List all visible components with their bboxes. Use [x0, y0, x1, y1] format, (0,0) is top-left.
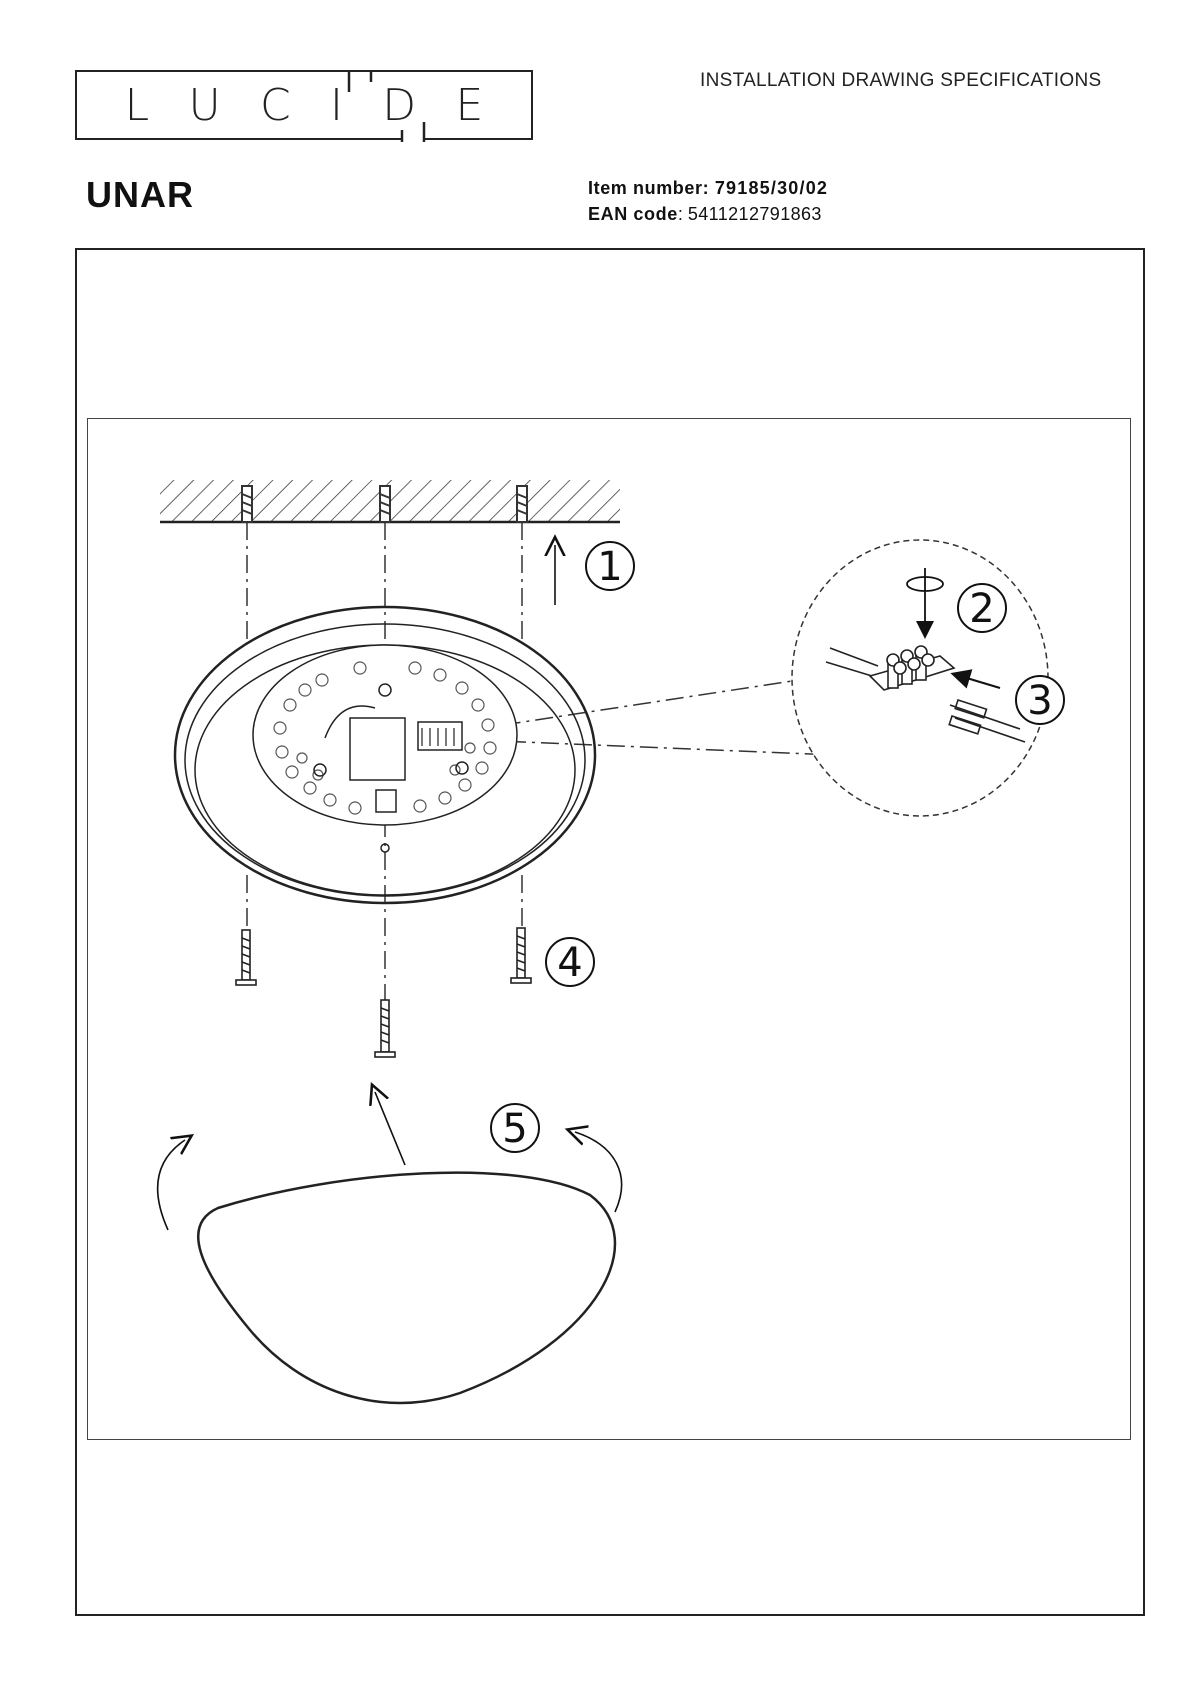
- screw-center: [374, 999, 396, 1058]
- logo-letter: C: [259, 79, 291, 131]
- step-4-badge: 4: [545, 937, 595, 987]
- product-name: UNAR: [86, 174, 194, 215]
- ean-value: 5411212791863: [687, 204, 822, 224]
- screws: [235, 927, 532, 1058]
- rotation-icon: [906, 568, 944, 639]
- ean-label: EAN code: [588, 204, 678, 224]
- brand-logo: L U C I D E: [75, 70, 533, 142]
- step-1-badge: 1: [585, 541, 635, 591]
- svg-text:1: 1: [597, 544, 622, 590]
- led-dots: [273, 661, 497, 815]
- terminal-block: [868, 645, 956, 691]
- svg-text:3: 3: [1027, 678, 1052, 724]
- wall-plugs: [241, 485, 528, 523]
- item-number-row: Item number: 79185/30/02: [588, 178, 829, 198]
- ean-row: EAN code: 5411212791863: [588, 204, 822, 224]
- document-type: INSTALLATION DRAWING SPECIFICATIONS: [700, 70, 1102, 91]
- logo-letter: D: [382, 79, 417, 131]
- step-5-badge: 5: [490, 1103, 540, 1153]
- drawing-inner-frame: [87, 418, 1131, 1440]
- svg-text:2: 2: [969, 586, 994, 632]
- step-3-badge: 3: [1015, 675, 1065, 725]
- wires: [825, 647, 1026, 743]
- diffuser-cover: [197, 1171, 617, 1405]
- step-5-arrows: [156, 1092, 623, 1231]
- logo-letter: L: [124, 79, 150, 131]
- svg-text:4: 4: [557, 940, 582, 986]
- screw-right: [510, 927, 532, 984]
- logo-frame-lines: [347, 72, 426, 142]
- logo-letter: U: [188, 79, 221, 131]
- step-2-badge: 2: [957, 583, 1007, 633]
- screw-left: [235, 929, 257, 986]
- drawing-outer-frame: [75, 248, 1145, 1616]
- detail-magnifier: [791, 539, 1049, 817]
- logo-letter: E: [455, 79, 484, 131]
- step-3-arrow: [950, 669, 1001, 689]
- item-number-value: 79185/30/02: [714, 178, 829, 198]
- svg-text:5: 5: [502, 1106, 527, 1152]
- luminaire-base: [173, 605, 597, 905]
- item-number-label: Item number: [588, 178, 703, 198]
- product-meta: Item number: 79185/30/02 EAN code: 54112…: [588, 175, 828, 227]
- logo-letter: I: [330, 79, 343, 131]
